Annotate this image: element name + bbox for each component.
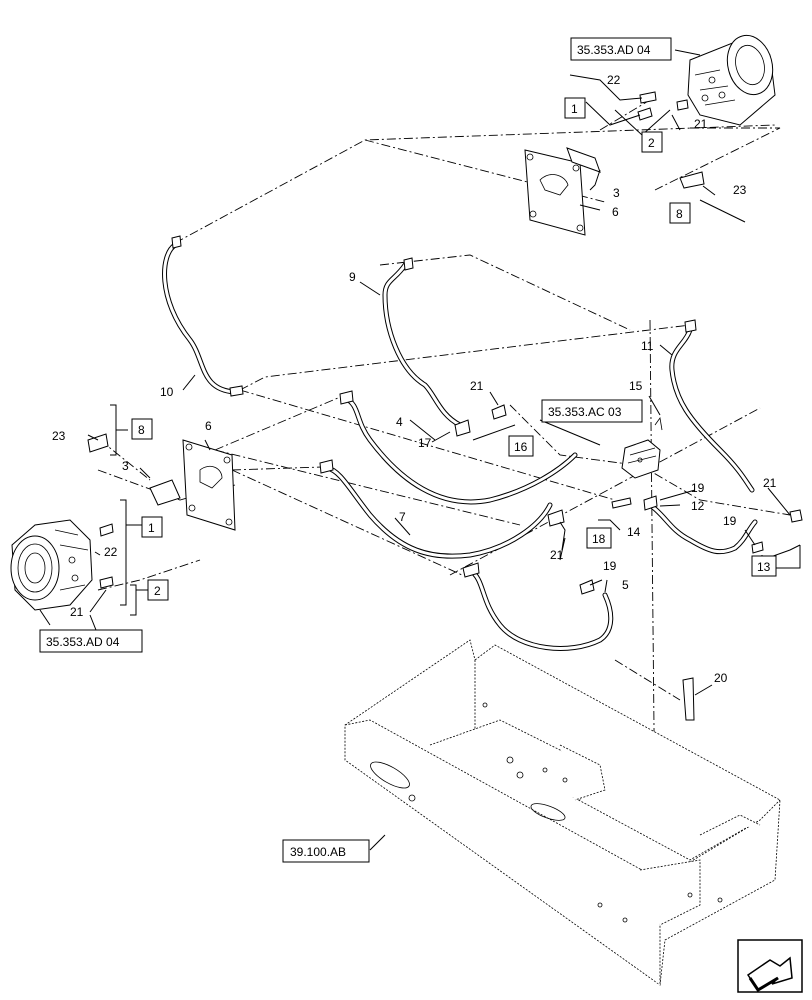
svg-text:2: 2 (154, 584, 161, 598)
callout-21-top-mid: 21 (470, 379, 484, 393)
callout-21-right: 21 (694, 117, 708, 131)
svg-text:39.100.AB: 39.100.AB (290, 845, 346, 859)
svg-text:1: 1 (571, 102, 578, 116)
box-callout-1-right[interactable]: 1 (564, 97, 586, 119)
callout-5: 5 (622, 578, 629, 592)
box-callout-8-right[interactable]: 8 (669, 202, 691, 224)
callout-9: 9 (349, 270, 356, 284)
callout-22-left: 22 (104, 545, 118, 559)
callout-3-left: 3 (122, 459, 129, 473)
callout-6-right: 6 (612, 205, 619, 219)
drive-motor-right (687, 34, 776, 126)
callout-4: 4 (396, 415, 403, 429)
callout-10: 10 (160, 385, 174, 399)
svg-text:1: 1 (148, 521, 155, 535)
ref-motor-left[interactable]: 35.353.AD 04 (39, 629, 143, 653)
fittings (87, 91, 803, 721)
control-valve (621, 416, 663, 479)
svg-text:18: 18 (592, 532, 606, 546)
ref-valve[interactable]: 35.353.AC 03 (541, 399, 643, 423)
svg-text:35.353.AD 04: 35.353.AD 04 (46, 635, 120, 649)
callout-21-left: 21 (70, 605, 84, 619)
svg-text:8: 8 (676, 207, 683, 221)
callout-6-left: 6 (205, 419, 212, 433)
callout-22-right: 22 (607, 73, 621, 87)
svg-text:35.353.AC 03: 35.353.AC 03 (548, 405, 622, 419)
reference-boxes: 35.353.AD 04 35.353.AC 03 35.353.AD 04 3… (39, 37, 672, 863)
callout-11: 11 (641, 339, 654, 353)
gasket-left (182, 439, 236, 531)
callout-21-bottom-mid: 21 (550, 548, 564, 562)
svg-text:13: 13 (757, 560, 771, 574)
ref-frame[interactable]: 39.100.AB (282, 839, 370, 863)
callout-21-right-side: 21 (763, 476, 777, 490)
drive-motor-left (10, 519, 93, 611)
plate-right (566, 147, 601, 173)
box-callout-18[interactable]: 18 (586, 527, 612, 549)
next-page-arrow-icon[interactable] (737, 939, 803, 993)
svg-text:8: 8 (138, 423, 145, 437)
ref-motor-right[interactable]: 35.353.AD 04 (570, 37, 672, 61)
callout-numbers: 22 21 3 6 23 9 10 11 21 15 4 17 6 23 3 7… (52, 73, 777, 685)
callout-20: 20 (714, 671, 728, 685)
plate-left (149, 479, 181, 506)
hoses (162, 242, 758, 651)
chassis-frame (344, 639, 781, 986)
callout-19-bottom: 19 (603, 559, 617, 573)
callout-15: 15 (629, 379, 643, 393)
box-callout-2-right[interactable]: 2 (641, 131, 663, 153)
box-callout-1-left[interactable]: 1 (141, 516, 163, 538)
box-callout-8-left[interactable]: 8 (131, 418, 153, 440)
callout-19-right: 19 (723, 514, 737, 528)
box-callout-13[interactable]: 13 (751, 555, 777, 577)
callout-7: 7 (399, 510, 406, 524)
callout-14: 14 (627, 525, 641, 539)
box-callout-16[interactable]: 16 (508, 435, 534, 457)
callout-3-right: 3 (613, 186, 620, 200)
callout-17: 17 (418, 436, 432, 450)
callout-23-right: 23 (733, 183, 747, 197)
callout-12: 12 (691, 499, 705, 513)
boxed-callouts: 1 2 8 8 1 2 16 18 (131, 97, 777, 601)
svg-text:35.353.AD 04: 35.353.AD 04 (577, 43, 651, 57)
box-callout-2-left[interactable]: 2 (147, 579, 169, 601)
callout-19-top: 19 (691, 481, 705, 495)
gasket-right (524, 149, 586, 236)
svg-text:2: 2 (648, 136, 655, 150)
callout-23-left: 23 (52, 429, 66, 443)
svg-text:16: 16 (514, 440, 528, 454)
leader-lines (39, 49, 801, 851)
